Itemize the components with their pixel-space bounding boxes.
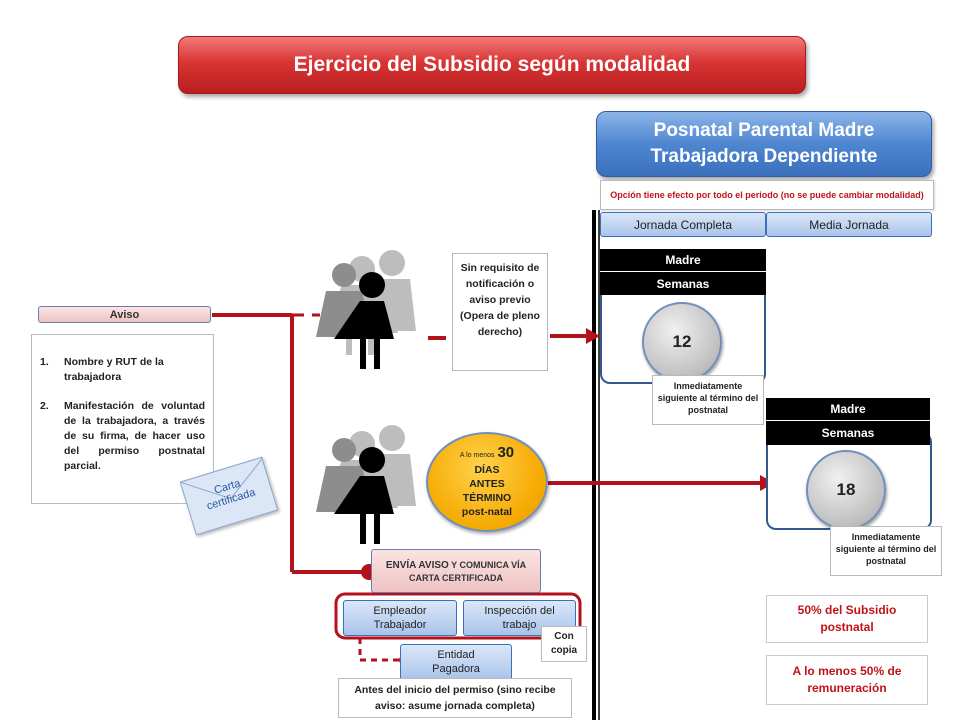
- full-time-note: Inmediatamente siguiente al término del …: [652, 375, 764, 425]
- remuneration-50-percent: A lo menos 50% de remuneración: [766, 655, 928, 705]
- half-time-note: Inmediatamente siguiente al término del …: [830, 526, 942, 576]
- half-time-who: Madre: [766, 398, 930, 420]
- aviso-item-1-number: 1.: [40, 356, 49, 368]
- page-title: Ejercicio del Subsidio según modalidad: [178, 36, 806, 94]
- aviso-item-2: Manifestación de voluntad de la trabajad…: [64, 400, 205, 472]
- full-time-weeks: 12: [642, 302, 722, 382]
- sends-notice-part-2: Y COMUNICA VÍA CARTA CERTIFICADA: [409, 559, 527, 583]
- aviso-requirements: 1. Nombre y RUT de la trabajadora 2. Man…: [31, 334, 214, 504]
- before-start-note: Antes del inicio del permiso (sino recib…: [338, 678, 572, 718]
- days-line-5: post-natal: [461, 505, 513, 518]
- paying-entity-button[interactable]: Entidad Pagadora: [400, 644, 512, 680]
- aviso-item-1: Nombre y RUT de la trabajadora: [64, 356, 164, 383]
- half-time-unit: Semanas: [766, 421, 930, 445]
- aviso-label: Aviso: [38, 306, 211, 323]
- subsidy-50-percent: 50% del Subsidio postnatal: [766, 595, 928, 643]
- employer-button[interactable]: Empleador Trabajador: [343, 600, 457, 636]
- mother-group-icon-top: [316, 250, 416, 369]
- posnatal-banner: Posnatal Parental Madre Trabajadora Depe…: [596, 111, 932, 177]
- mother-group-icon-bottom: [316, 425, 416, 544]
- days-line-3: ANTES: [469, 477, 505, 490]
- full-time-unit: Semanas: [600, 272, 766, 295]
- labor-inspection-button[interactable]: Inspección del trabajo: [463, 600, 576, 636]
- aviso-item-2-number: 2.: [40, 400, 49, 412]
- tab-media-jornada[interactable]: Media Jornada: [766, 212, 932, 237]
- half-time-weeks: 18: [806, 450, 886, 530]
- days-line-2: DÍAS: [474, 463, 500, 476]
- tab-jornada-completa[interactable]: Jornada Completa: [600, 212, 766, 237]
- certified-letter-icon: Carta certificada: [179, 456, 279, 536]
- days-before-end-circle: A lo menos 30 DÍAS ANTES TÉRMINO post-na…: [426, 432, 548, 532]
- days-prefix: A lo menos: [459, 451, 495, 459]
- full-time-who: Madre: [600, 249, 766, 271]
- sends-notice-part-1: ENVÍA AVISO: [385, 559, 449, 571]
- posnatal-line-1: Posnatal Parental Madre: [653, 120, 875, 141]
- sends-notice-box: ENVÍA AVISO Y COMUNICA VÍA CARTA CERTIFI…: [371, 549, 541, 593]
- no-requirement-note: Sin requisito de notificación o aviso pr…: [452, 253, 548, 371]
- days-number: 30: [497, 443, 515, 461]
- copy-note: Con copia: [541, 626, 587, 662]
- option-note: Opción tiene efecto por todo el periodo …: [600, 180, 934, 210]
- posnatal-line-2: Trabajadora Dependiente: [650, 146, 878, 167]
- days-line-4: TÉRMINO: [462, 491, 512, 504]
